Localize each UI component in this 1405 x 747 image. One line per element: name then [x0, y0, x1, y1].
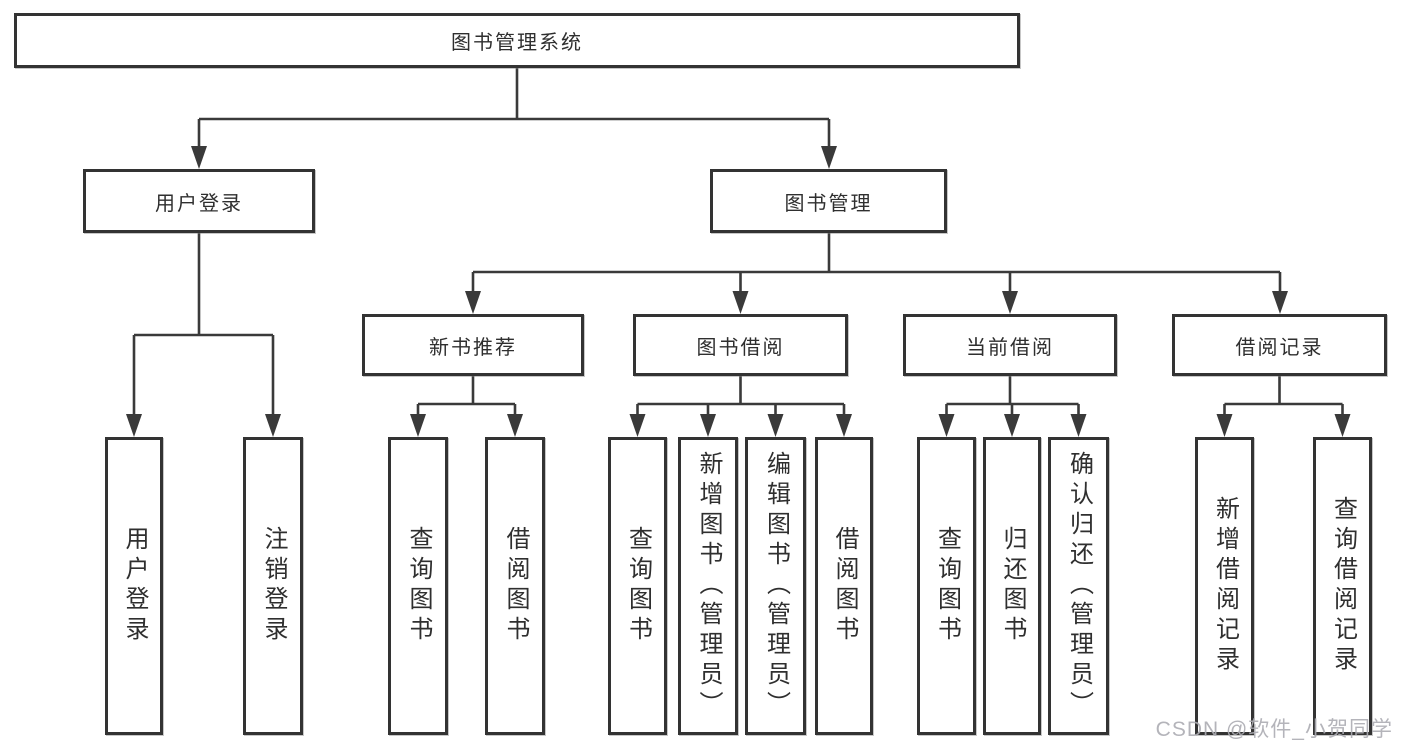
- node-label: 借阅记录: [1235, 336, 1324, 359]
- leaf-add-book-admin: 新增图书（管理员）: [678, 437, 738, 735]
- node-label: 借阅图书: [502, 526, 529, 646]
- arrow-down-icon: [836, 414, 852, 437]
- leaf-confirm-return-admin: 确认归还（管理员）: [1048, 437, 1109, 735]
- arrow-down-icon: [507, 414, 523, 437]
- leaf-borrow-books-recommend: 借阅图书: [485, 437, 545, 735]
- leaf-user-login: 用户登录: [105, 437, 163, 735]
- node-user-login: 用户登录: [83, 169, 315, 233]
- node-label: 新增图书（管理员）: [695, 451, 722, 721]
- arrow-down-icon: [410, 414, 426, 437]
- leaf-return-book: 归还图书: [983, 437, 1041, 735]
- node-library-management-system: 图书管理系统: [14, 13, 1020, 68]
- node-label: 图书管理: [784, 192, 873, 215]
- node-label: 查询图书: [933, 526, 961, 646]
- leaf-edit-book-admin: 编辑图书（管理员）: [745, 437, 806, 735]
- node-label: 图书借阅: [696, 336, 785, 359]
- arrow-down-icon: [1334, 414, 1351, 437]
- leaf-query-books-recommend: 查询图书: [388, 437, 448, 735]
- node-label: 查询图书: [405, 526, 432, 646]
- arrow-down-icon: [732, 291, 749, 314]
- node-borrow-records: 借阅记录: [1172, 314, 1387, 376]
- tree-edges: [132, 68, 1344, 420]
- node-label: 图书管理系统: [451, 32, 583, 54]
- node-label: 用户登录: [155, 192, 243, 215]
- node-label: 确认归还（管理员）: [1065, 451, 1093, 721]
- node-label: 新书推荐: [429, 336, 517, 359]
- node-label: 借阅图书: [831, 526, 858, 646]
- node-label: 编辑图书（管理员）: [762, 451, 790, 721]
- leaf-logout: 注销登录: [243, 437, 303, 735]
- arrow-down-icon: [265, 414, 281, 437]
- node-current-borrow: 当前借阅: [903, 314, 1117, 376]
- node-new-book-recommend: 新书推荐: [362, 314, 584, 376]
- leaf-query-borrow-record: 查询借阅记录: [1313, 437, 1372, 735]
- node-label: 注销登录: [260, 526, 287, 646]
- arrow-down-icon: [191, 146, 207, 169]
- node-label: 归还图书: [999, 526, 1026, 646]
- leaf-add-borrow-record: 新增借阅记录: [1195, 437, 1254, 735]
- arrow-down-icon: [465, 291, 481, 314]
- node-label: 当前借阅: [966, 336, 1054, 359]
- arrow-down-icon: [1002, 291, 1018, 314]
- arrow-down-icon: [629, 414, 646, 437]
- node-label: 新增借阅记录: [1211, 496, 1239, 676]
- csdn-watermark: CSDN @软件_小贺同学: [1155, 718, 1393, 741]
- arrow-down-icon: [767, 414, 784, 437]
- node-label: 查询图书: [624, 526, 652, 646]
- leaf-query-books-current: 查询图书: [917, 437, 976, 735]
- node-label: 查询借阅记录: [1329, 496, 1357, 676]
- node-book-borrow: 图书借阅: [633, 314, 848, 376]
- arrowheads: [126, 146, 1351, 437]
- arrow-down-icon: [126, 414, 142, 437]
- arrow-down-icon: [1070, 414, 1087, 437]
- arrow-down-icon: [821, 146, 837, 169]
- node-label: 用户登录: [121, 526, 148, 646]
- node-book-management: 图书管理: [710, 169, 947, 233]
- arrow-down-icon: [938, 414, 955, 437]
- arrow-down-icon: [1004, 414, 1020, 437]
- arrow-down-icon: [1272, 291, 1288, 314]
- leaf-query-books-borrow: 查询图书: [608, 437, 667, 735]
- arrow-down-icon: [700, 414, 716, 437]
- arrow-down-icon: [1216, 414, 1233, 437]
- leaf-borrow-books-borrow: 借阅图书: [815, 437, 873, 735]
